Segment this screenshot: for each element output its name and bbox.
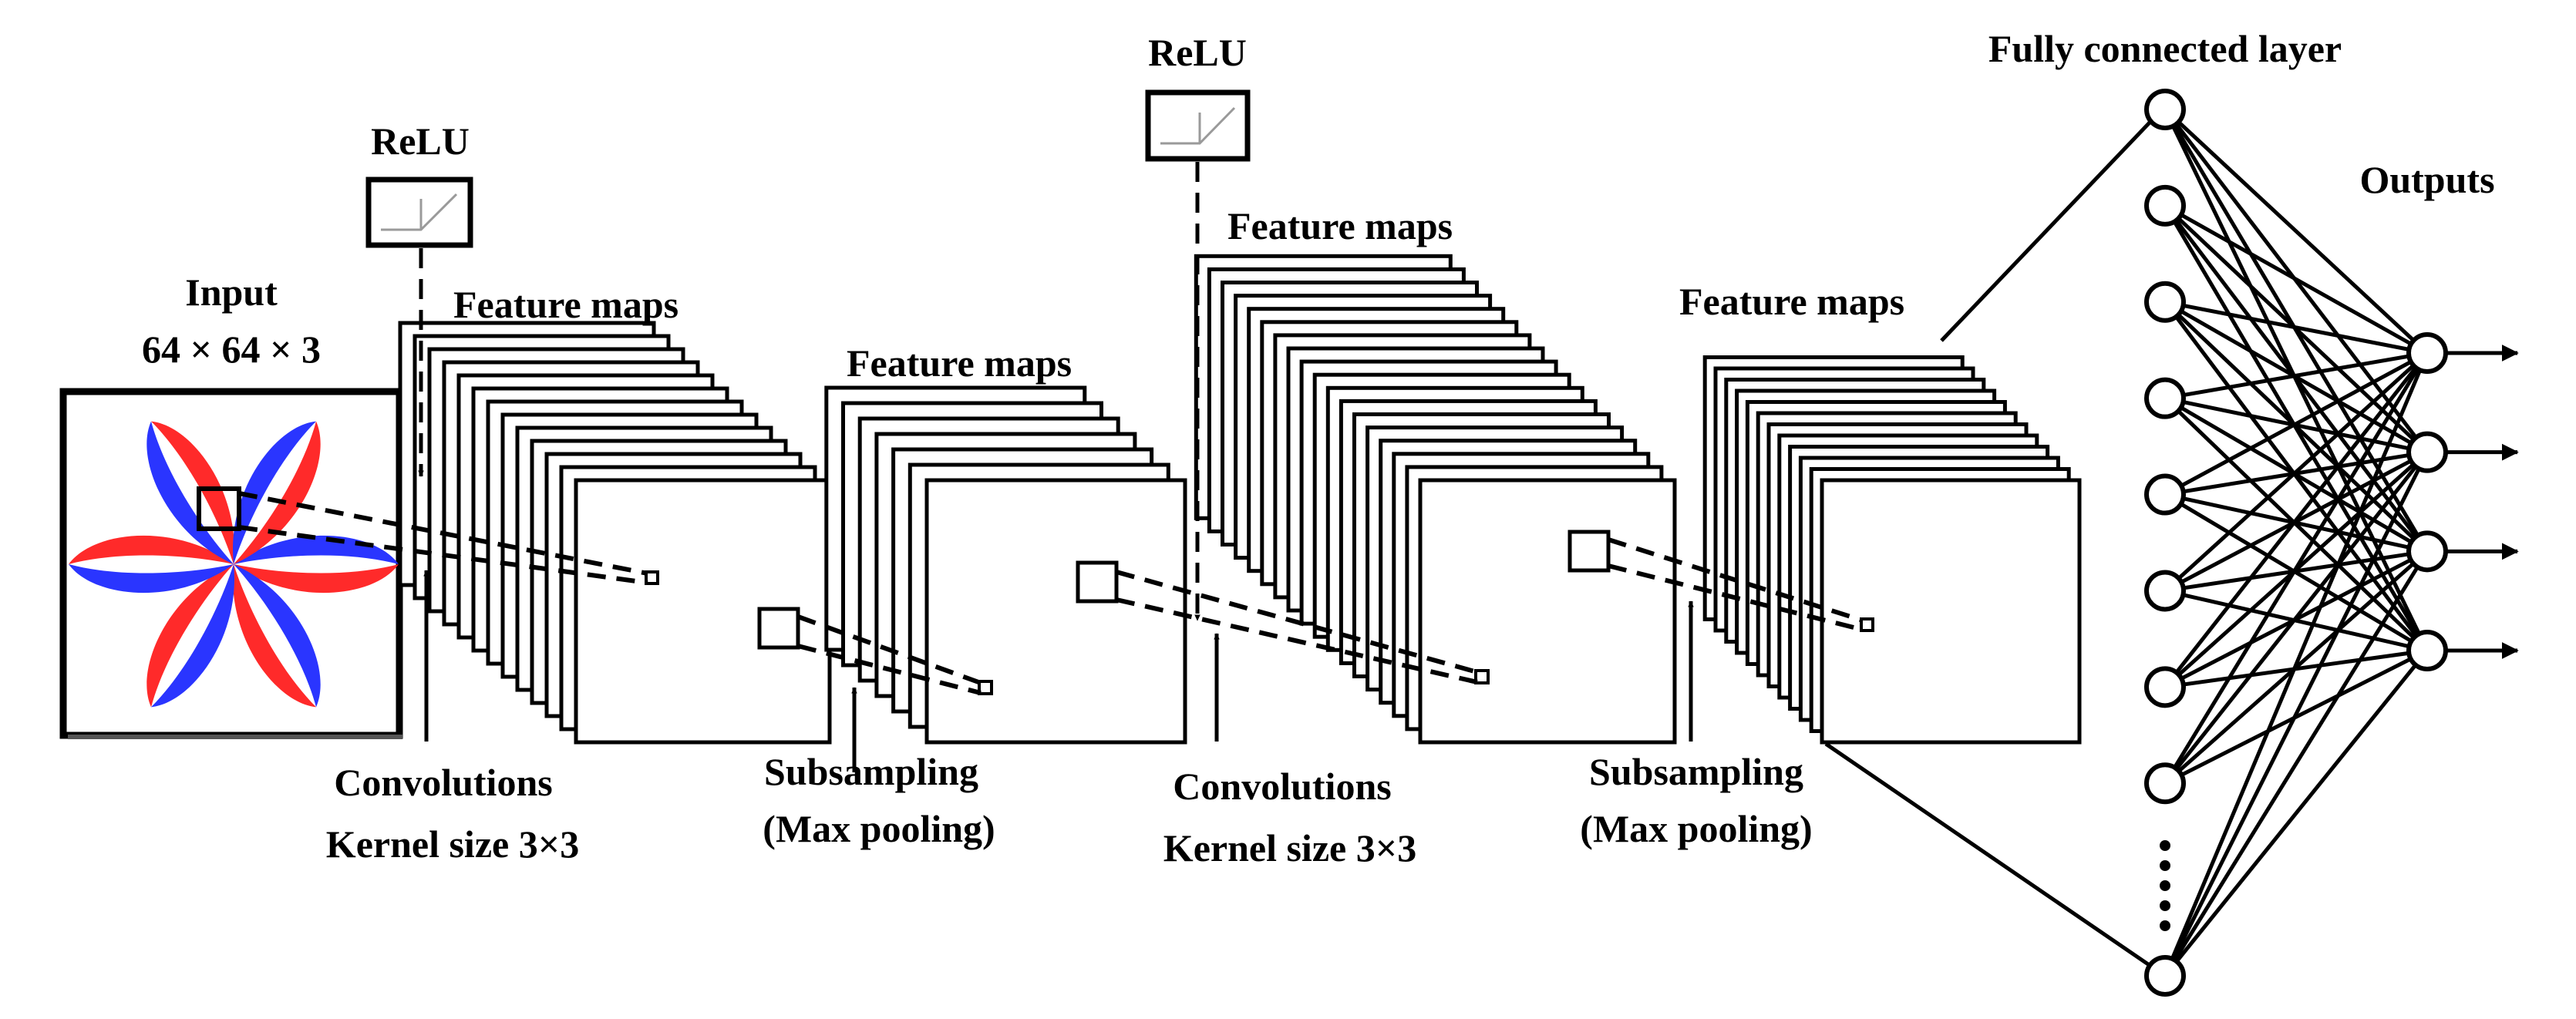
feature-map <box>924 478 1187 745</box>
petal <box>69 535 234 594</box>
feature-map-stack-4 <box>1702 355 2082 745</box>
hidden-node <box>2144 570 2186 612</box>
fully-connected-nodes <box>2144 89 2186 997</box>
convolutions-label-1: Convolutions <box>334 761 552 804</box>
fc-edge <box>2164 108 2429 355</box>
pooling-window-1 <box>757 607 800 650</box>
projection-line <box>1116 570 1478 674</box>
max-pooling-label-1: (Max pooling) <box>763 807 995 850</box>
projection-line <box>1608 563 1864 632</box>
petal-red-half <box>146 564 234 708</box>
max-pooling-label-2: (Max pooling) <box>1580 807 1812 850</box>
input-size: 64 × 64 × 3 <box>142 328 321 371</box>
fc-edge <box>2164 351 2428 401</box>
projection-line <box>1608 537 1864 623</box>
petal-blue-half <box>234 564 321 708</box>
relu-box-2 <box>1145 89 1251 162</box>
feature-maps-label-2: Feature maps <box>847 341 1072 385</box>
relu-box-1 <box>365 177 473 248</box>
fully-connected-label: Fully connected layer <box>1988 27 2342 70</box>
projection-line <box>1116 597 1478 684</box>
petal-red-half <box>234 564 399 594</box>
petal <box>233 421 321 564</box>
petal <box>146 564 234 708</box>
output-node <box>2406 431 2448 473</box>
fc-edge <box>2164 649 2429 977</box>
outputs-label: Outputs <box>2359 158 2494 201</box>
petal-blue-half <box>146 421 234 564</box>
subsampling-label-2: Subsampling <box>1589 750 1803 793</box>
kernel-size-label-2: Kernel size 3×3 <box>1163 826 1416 869</box>
projection-line <box>238 525 648 585</box>
petal-blue-half <box>233 421 316 564</box>
projection-line <box>796 614 982 685</box>
hidden-node <box>2144 473 2186 516</box>
output-node <box>2406 530 2448 573</box>
pooling-window-2 <box>1567 530 1611 573</box>
fc-edge <box>2164 351 2429 593</box>
feature-map-stack-3 <box>1194 254 1677 745</box>
petal-red-half <box>234 421 321 564</box>
fc-edge <box>2164 351 2429 496</box>
feature-map <box>1418 478 1677 745</box>
petal-red-half <box>151 421 234 564</box>
output-node <box>2406 630 2448 671</box>
projection-lines <box>238 491 1864 695</box>
projection-line <box>797 644 982 695</box>
feature-map-stack-2 <box>824 385 1187 745</box>
fc-edge <box>2163 352 2430 977</box>
kernel-size-label-1: Kernel size 3×3 <box>326 822 579 866</box>
pooling-target-2 <box>1860 617 1874 632</box>
kernel-target-2 <box>1474 669 1490 684</box>
hidden-node <box>2144 377 2186 419</box>
fc-edge <box>2164 203 2429 355</box>
petal-red-half <box>233 564 316 708</box>
hidden-node <box>2144 281 2186 323</box>
hidden-node <box>2144 762 2186 805</box>
hidden-node <box>2144 955 2186 997</box>
feature-maps-label-4: Feature maps <box>1679 280 1904 323</box>
input-kernel-window <box>197 486 241 531</box>
feature-map <box>1820 478 2082 745</box>
petal-red-half <box>69 535 234 564</box>
petal-blue-half <box>151 564 234 708</box>
input-title: Input <box>185 271 278 314</box>
fc-funnel-line-top <box>1940 105 2167 342</box>
petal <box>146 421 234 564</box>
petal <box>233 564 321 708</box>
feature-maps-label-1: Feature maps <box>453 283 679 326</box>
fc-edge <box>2164 451 2429 785</box>
fc-edge <box>2163 550 2430 977</box>
fully-connected-edges <box>2163 108 2430 977</box>
output-nodes <box>2406 332 2519 671</box>
hidden-node <box>2144 184 2186 227</box>
hidden-node <box>2144 89 2186 130</box>
fc-edge <box>2164 351 2429 688</box>
fc-edge <box>2163 451 2430 977</box>
fc-edge <box>2164 300 2428 355</box>
fc-funnel-line-bottom <box>1824 742 2167 978</box>
output-node <box>2406 332 2448 374</box>
hidden-node <box>2144 666 2186 708</box>
pooling-target-1 <box>978 680 993 695</box>
subsampling-label-1: Subsampling <box>764 750 978 793</box>
relu-label-1: ReLU <box>371 119 470 163</box>
projection-line <box>238 491 648 576</box>
feature-maps-label-3: Feature maps <box>1227 204 1453 247</box>
input-image <box>59 388 403 739</box>
kernel-window-2 <box>1076 560 1119 604</box>
ellipsis-dots <box>2160 840 2170 931</box>
rose-curve-plot <box>69 421 399 708</box>
fc-edge <box>2163 351 2430 785</box>
relu-label-2: ReLU <box>1148 31 1247 74</box>
convolutions-label-2: Convolutions <box>1173 765 1391 808</box>
petal-blue-half <box>69 564 234 594</box>
feature-map-stack-1 <box>398 321 832 745</box>
kernel-target-1 <box>645 570 659 585</box>
